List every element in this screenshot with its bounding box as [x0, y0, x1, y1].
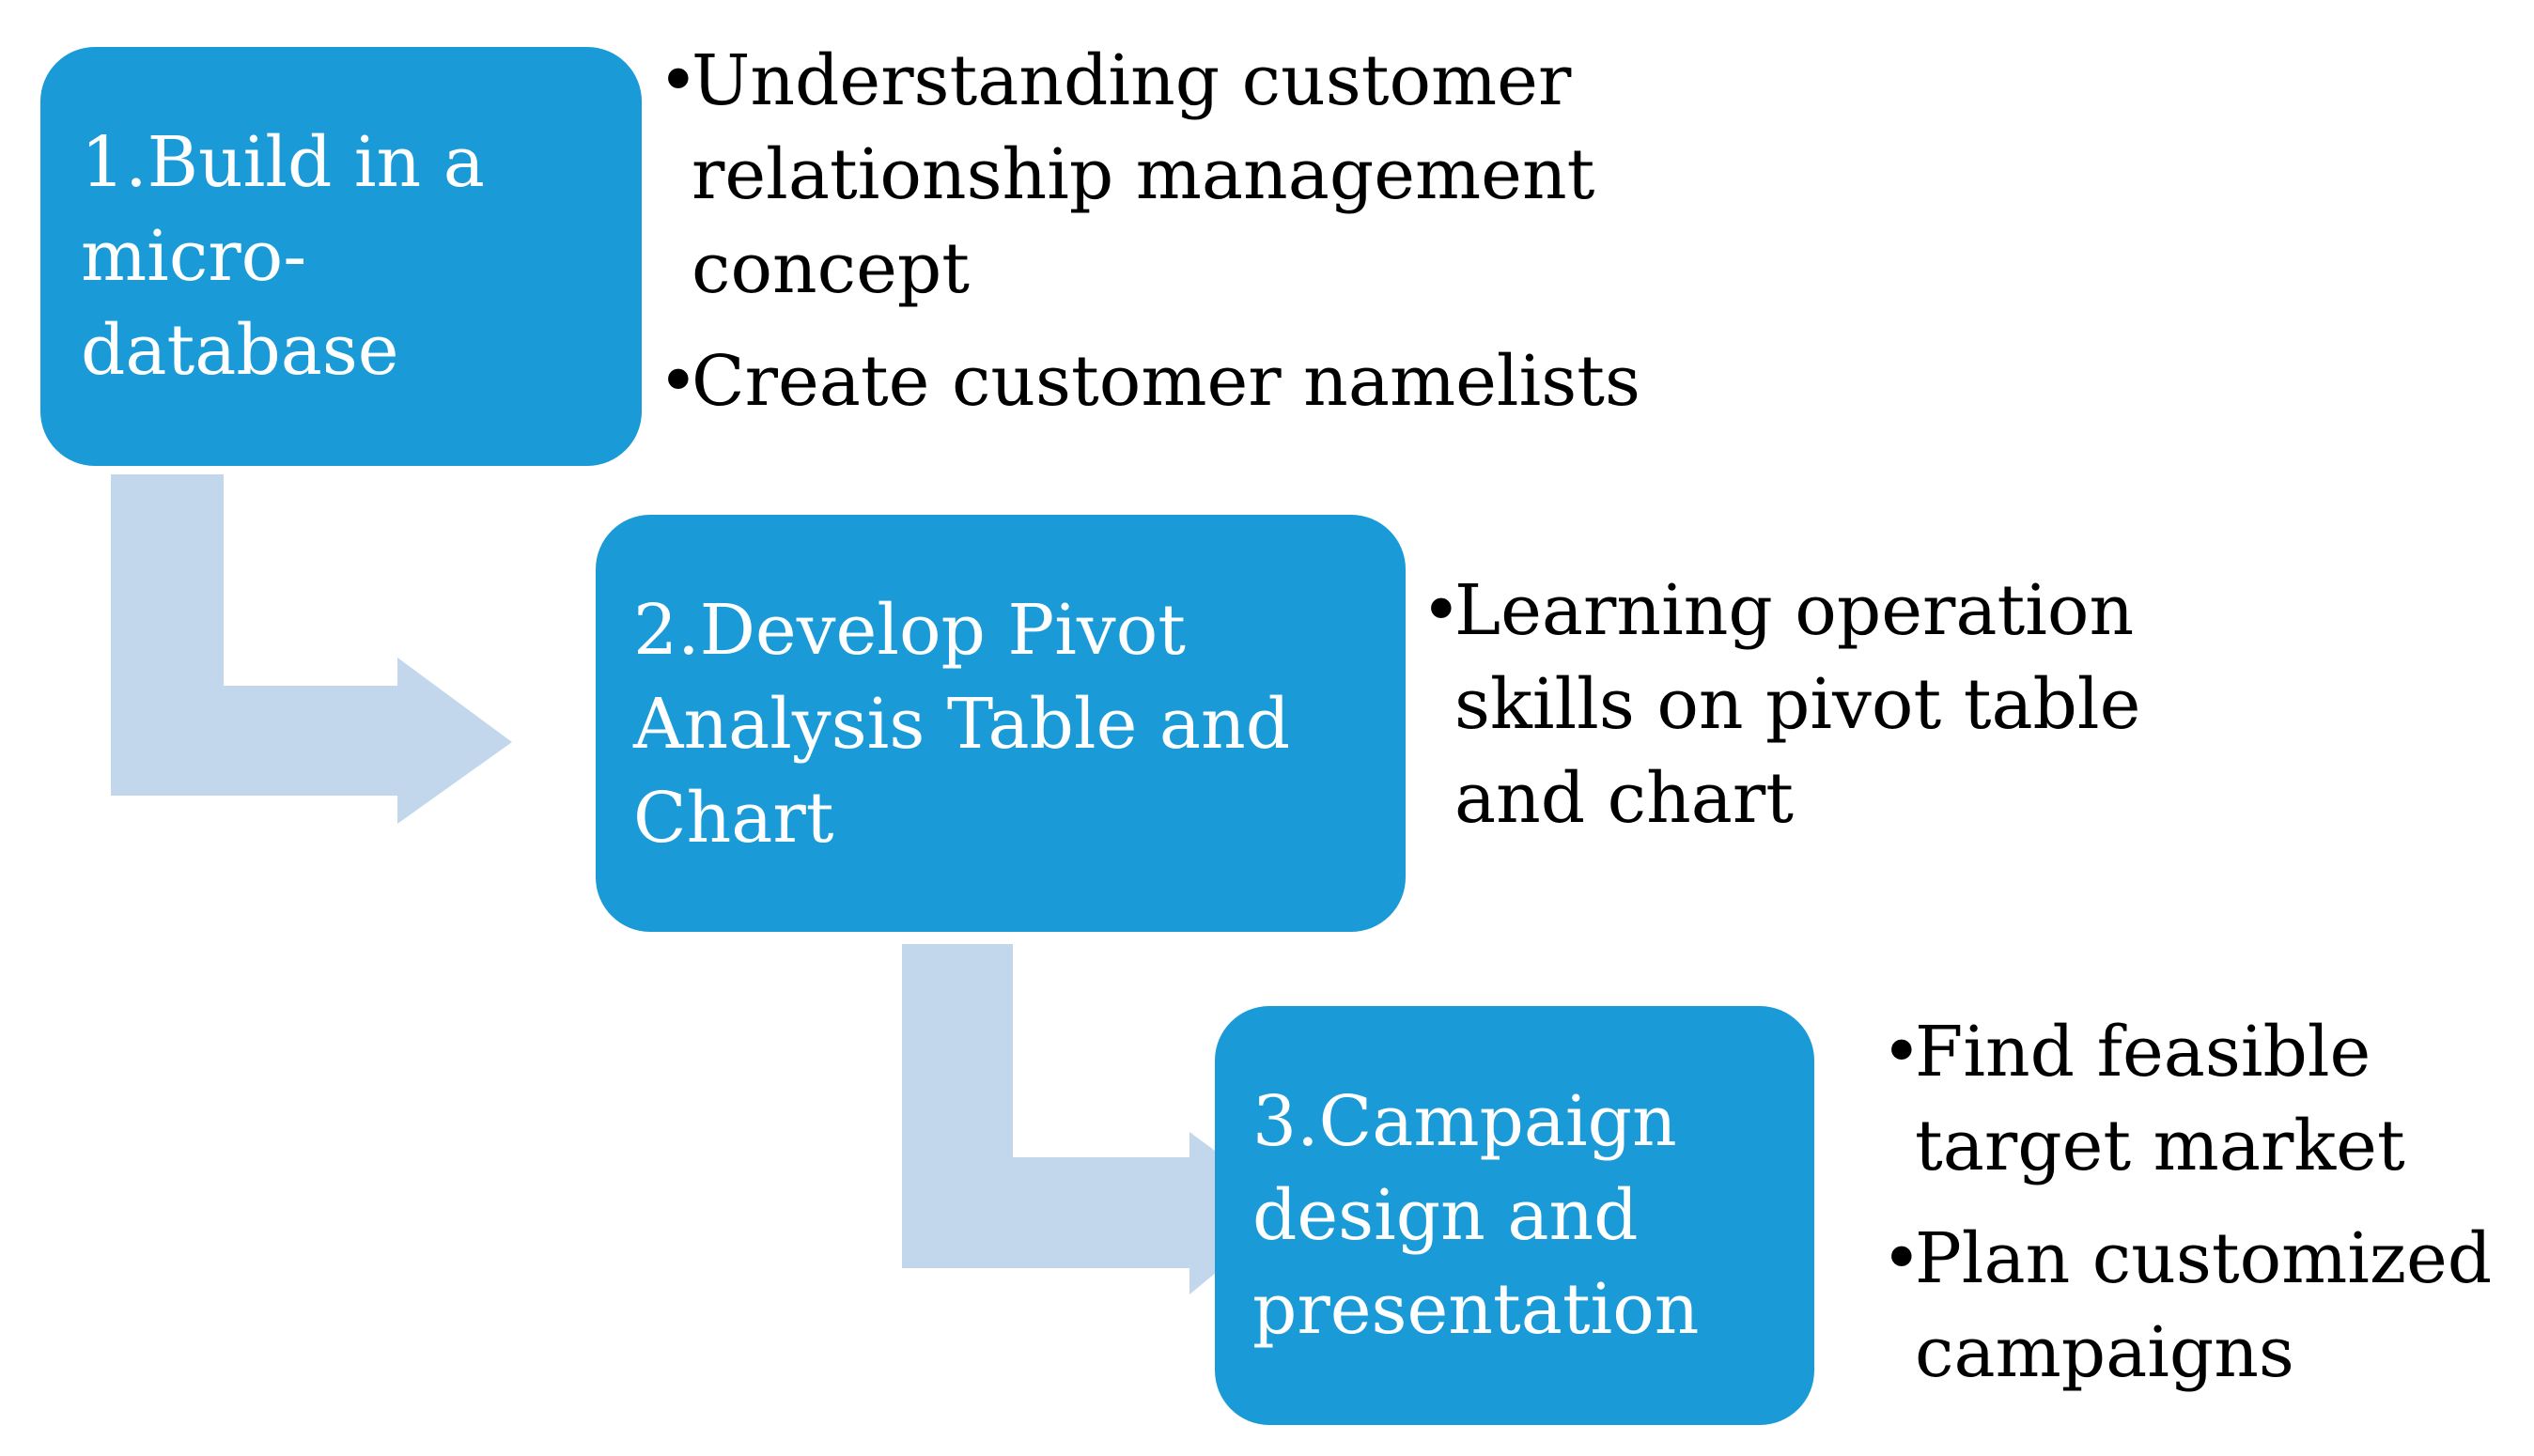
- step-1-bullet: • Create customer namelists: [658, 334, 1640, 428]
- step-2-title-line: 2.Develop Pivot: [633, 590, 1186, 671]
- step-1-box: 1.Build in a micro- database: [40, 47, 642, 466]
- bullet-text-line: campaigns: [1915, 1312, 2294, 1393]
- step-3-box: 3.Campaign design and presentation: [1215, 1006, 1814, 1425]
- step-3-bullet: • Find feasible target market: [1881, 1005, 2492, 1193]
- bullet-icon: •: [658, 40, 699, 121]
- bullet-text-line: Plan customized: [1915, 1218, 2493, 1299]
- bullet-icon: •: [1881, 1218, 1922, 1299]
- step-1-bullet: • Understanding customer relationship ma…: [658, 34, 1640, 316]
- bullet-text-line: relationship management: [692, 134, 1595, 215]
- bullet-text-line: Find feasible: [1915, 1012, 2371, 1092]
- bullet-text-line: Learning operation: [1454, 570, 2135, 651]
- connector-arrow-1-to-2: [111, 474, 512, 824]
- bullet-text-line: target market: [1915, 1106, 2405, 1186]
- bullet-text-line: skills on pivot table: [1454, 664, 2141, 745]
- step-2-box: 2.Develop Pivot Analysis Table and Chart: [596, 515, 1406, 932]
- step-3-title-line: 3.Campaign: [1252, 1081, 1677, 1162]
- bullet-icon: •: [1881, 1012, 1922, 1092]
- step-1-title-line: 1.Build in a: [81, 122, 485, 203]
- bullet-text-line: Understanding customer: [692, 40, 1572, 121]
- bullet-icon: •: [658, 341, 699, 422]
- step-1-title-line: micro-: [81, 216, 307, 297]
- connector-arrow-2-to-3: [902, 944, 1221, 1294]
- step-2-bullet-list: • Learning operation skills on pivot tab…: [1421, 564, 2140, 864]
- step-1-bullet-list: • Understanding customer relationship ma…: [658, 34, 1640, 447]
- step-3-title-line: presentation: [1252, 1269, 1700, 1350]
- bullet-icon: •: [1421, 570, 1462, 651]
- bullet-text-line: concept: [692, 228, 970, 309]
- step-2-title-line: Chart: [633, 778, 834, 859]
- step-2-bullet: • Learning operation skills on pivot tab…: [1421, 564, 2140, 845]
- step-3-bullet-list: • Find feasible target market • Plan cus…: [1881, 1005, 2492, 1418]
- step-3-title-line: design and: [1252, 1175, 1639, 1256]
- bullet-text-line: and chart: [1454, 758, 1795, 839]
- step-1-title-line: database: [81, 310, 399, 391]
- bullet-text-line: Create customer namelists: [692, 341, 1640, 422]
- step-2-title-line: Analysis Table and: [633, 684, 1291, 765]
- step-3-bullet: • Plan customized campaigns: [1881, 1212, 2492, 1400]
